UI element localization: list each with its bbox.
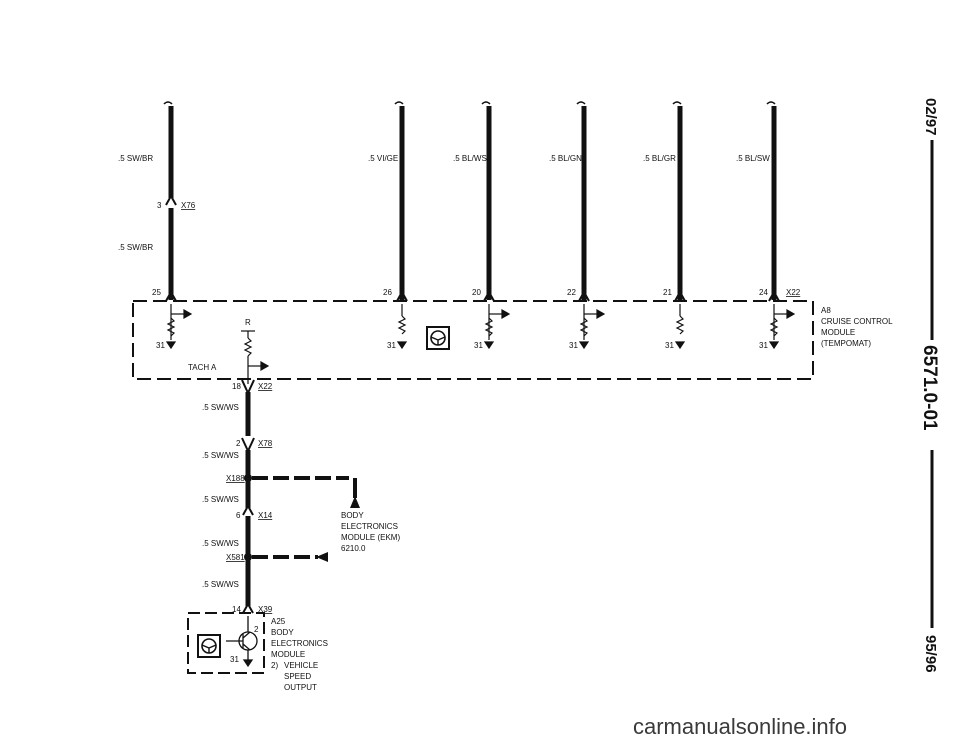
a8-module-box: [132, 300, 814, 380]
ground-label: 31: [156, 341, 165, 350]
ekm-line4: 6210.0: [341, 544, 366, 553]
pin-label: 2: [254, 625, 259, 634]
connector-label: X22: [786, 288, 801, 297]
ground-label: 31: [569, 341, 578, 350]
pin-label: 6: [236, 511, 241, 520]
wire-col-4: .5 BL/GN 22: [549, 101, 587, 300]
r-label: R: [245, 318, 251, 327]
wire-col-5: .5 BL/GR 21: [643, 101, 683, 300]
a25-module-box: [187, 612, 265, 674]
a8-resistors: [166, 317, 779, 337]
wire-label: .5 SW/WS: [202, 451, 239, 460]
splice-label: X581: [226, 553, 245, 562]
a8-name-line3: (TEMPOMAT): [821, 339, 871, 348]
ground-label: 31: [474, 341, 483, 350]
doc-number: 6571.0-01: [919, 345, 940, 431]
splice-x188: [244, 474, 360, 508]
model-years: 95/96: [922, 635, 939, 673]
a25-line3: MODULE: [271, 650, 305, 659]
ground-label: 31: [230, 655, 239, 664]
watermark: carmanualsonline.info: [633, 714, 847, 739]
wire-label: .5 SW/WS: [202, 403, 239, 412]
wire-label: .5 SW/WS: [202, 580, 239, 589]
pin-label: 21: [663, 288, 672, 297]
a25-line1: BODY: [271, 628, 294, 637]
wire-label: .5 BL/WS: [453, 154, 487, 163]
a8-name-line1: CRUISE CONTROL: [821, 317, 893, 326]
pin-label: 20: [472, 288, 481, 297]
pin-label: 3: [157, 201, 162, 210]
pin-label: 24: [759, 288, 768, 297]
connector-label: X39: [258, 605, 273, 614]
wire-label: .5 SW/WS: [202, 539, 239, 548]
wire-col-6: .5 BL/SW 24 X22: [736, 101, 801, 300]
ekm-line1: BODY: [341, 511, 364, 520]
splice-x581: [244, 552, 328, 562]
wire-col-2: .5 VI/GE 26: [368, 101, 405, 300]
wire-label: .5 SW/WS: [202, 495, 239, 504]
wire-label: .5 SW/BR: [118, 154, 153, 163]
a25-note-line1: VEHICLE: [284, 661, 318, 670]
ekm-line3: MODULE (EKM): [341, 533, 400, 542]
ground-label: 31: [759, 341, 768, 350]
wire-label: .5 BL/GR: [643, 154, 676, 163]
wire-col-1: .5 SW/BR 3 X76 .5 SW/BR 25: [118, 101, 196, 300]
a25-line2: ELECTRONICS: [271, 639, 328, 648]
a8-connector-arrows: [165, 289, 780, 302]
tach-label: TACH A: [188, 363, 217, 372]
wire-label: .5 VI/GE: [368, 154, 398, 163]
a8-name-line2: MODULE: [821, 328, 855, 337]
connector-label: X78: [258, 439, 273, 448]
ekm-line2: ELECTRONICS: [341, 522, 398, 531]
a8-id: A8: [821, 306, 831, 315]
date-label: 02/97: [922, 98, 939, 136]
connector-label: X22: [258, 382, 273, 391]
pin-label: 14: [232, 605, 241, 614]
a25-id: A25: [271, 617, 286, 626]
steering-wheel-icon: [426, 326, 450, 350]
pin-label: 26: [383, 288, 392, 297]
pin-label: 18: [232, 382, 241, 391]
wire-label: .5 BL/GN: [549, 154, 582, 163]
pin-label: 25: [152, 288, 161, 297]
lower-wire: [241, 379, 255, 614]
ground-label: 31: [665, 341, 674, 350]
splice-label: X188: [226, 474, 245, 483]
steering-wheel-icon: [197, 634, 221, 658]
wire-col-3: .5 BL/WS 20: [453, 101, 492, 300]
a25-internal: [226, 616, 258, 668]
pin-label: 2: [236, 439, 241, 448]
connector-label: X76: [181, 201, 196, 210]
pin-label: 22: [567, 288, 576, 297]
a25-note-line2: SPEED: [284, 672, 311, 681]
a25-note-line3: OUTPUT: [284, 683, 317, 692]
ground-label: 31: [387, 341, 396, 350]
a25-note-num: 2): [271, 661, 278, 670]
connector-label: X14: [258, 511, 273, 520]
wire-label: .5 SW/BR: [118, 243, 153, 252]
wire-label: .5 BL/SW: [736, 154, 770, 163]
